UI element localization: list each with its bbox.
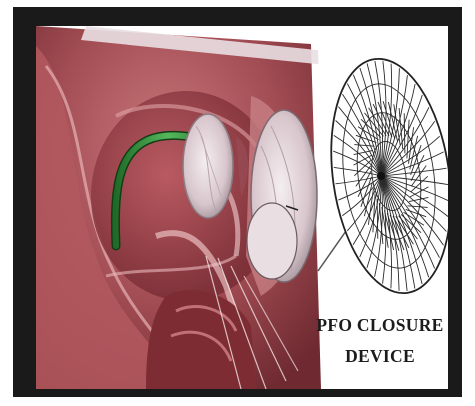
- image-panel: PFO CLOSURE DEVICE: [36, 26, 448, 389]
- device-caption: PFO CLOSURE DEVICE: [316, 310, 444, 372]
- caption-line-2: DEVICE: [316, 341, 444, 372]
- caption-line-1: PFO CLOSURE: [316, 310, 444, 341]
